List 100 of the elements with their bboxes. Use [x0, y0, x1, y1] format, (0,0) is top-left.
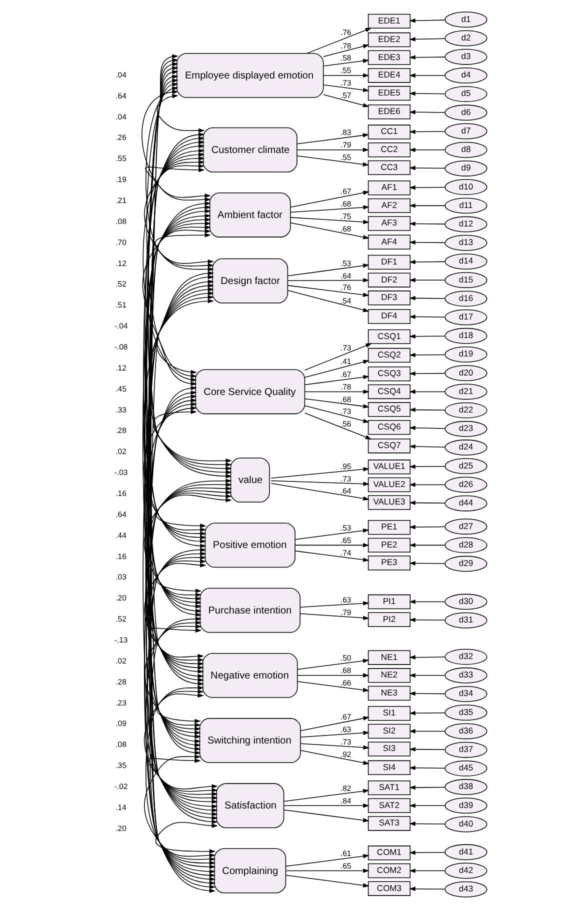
arrow: [156, 693, 204, 724]
node-ellipse: d12: [444, 216, 487, 232]
label: .12: [115, 363, 126, 372]
node-ellipse: d25: [444, 458, 487, 474]
arrow: [144, 152, 206, 544]
label: .70: [115, 238, 126, 247]
node-ellipse: d3: [444, 48, 487, 65]
edge-label: .74: [340, 548, 351, 558]
arrow: [149, 295, 232, 467]
node-ellipse: d41: [444, 844, 487, 860]
node-box: PI1: [367, 594, 410, 610]
arrow: [408, 500, 445, 505]
node-ellipse: d37: [444, 742, 487, 758]
node-box: VALUE1: [367, 460, 410, 474]
arrow: [408, 334, 445, 339]
edge-label: .83: [340, 128, 351, 138]
edge-label: .53: [340, 259, 351, 268]
node-ellipse: d38: [444, 779, 487, 796]
node-box: CSQ5: [367, 402, 410, 417]
node-box: COM1: [367, 846, 410, 860]
node-ellipse: d33: [444, 667, 487, 684]
node-ellipse: d24: [444, 440, 487, 456]
label: -.08: [114, 342, 128, 352]
arrow: [150, 209, 210, 748]
node-ellipse: d27: [444, 518, 487, 535]
arrow: [144, 624, 202, 728]
arrow: [408, 314, 445, 319]
arrow: [408, 886, 445, 892]
arrow: [144, 559, 206, 662]
label: .55: [115, 154, 126, 164]
label: .19: [115, 175, 126, 184]
edge-label: .41: [340, 356, 351, 366]
arrow: [408, 561, 445, 566]
edge-label: .54: [340, 296, 351, 306]
arrow: [294, 528, 369, 540]
node-box: NE2: [367, 668, 410, 683]
arrow: [142, 229, 210, 378]
edge-label: .68: [340, 224, 351, 234]
arrow: [148, 628, 204, 658]
label: .23: [115, 698, 126, 708]
node-box: COM2: [367, 863, 410, 878]
arrow: [282, 810, 369, 822]
node-ellipse: d11: [444, 198, 487, 214]
label: .16: [115, 552, 126, 561]
arrow: [146, 482, 232, 804]
edge-label: .67: [340, 187, 351, 196]
node-box: NE1: [367, 650, 410, 665]
arrow: [296, 133, 369, 144]
arrow: [408, 37, 445, 42]
node-ellipse: d19: [444, 346, 487, 362]
arrow: [408, 260, 445, 264]
label: .64: [115, 91, 126, 100]
node-box: EDE2: [367, 32, 410, 48]
arrow: [408, 185, 445, 190]
edge-label: .57: [340, 90, 351, 100]
label: .51: [115, 300, 126, 310]
arrow: [304, 398, 369, 408]
edge-label: .82: [340, 784, 351, 793]
label: .02: [115, 447, 126, 456]
edge-label: .76: [340, 283, 351, 292]
arrow: [146, 221, 210, 540]
arrow: [408, 110, 445, 114]
node-ellipse: d6: [444, 104, 487, 121]
edge-label: .78: [340, 382, 351, 392]
arrow: [142, 160, 204, 382]
arrow: [300, 730, 369, 738]
label: .08: [115, 740, 126, 750]
node-box: CC2: [367, 142, 410, 158]
node-ellipse: d5: [444, 86, 487, 102]
node-ellipse: d40: [444, 816, 487, 832]
arrow: [144, 754, 216, 858]
arrow: [148, 287, 214, 605]
node-ellipse: d43: [444, 881, 487, 898]
arrow: [408, 673, 445, 678]
arrow: [146, 82, 196, 386]
arrow: [145, 86, 214, 272]
node-ellipse: d42: [444, 862, 487, 879]
arrow: [290, 217, 369, 224]
node-box: DF2: [367, 272, 410, 288]
node-box: SAT1: [367, 780, 410, 796]
node-ellipse: d28: [444, 537, 487, 554]
edge-label: .92: [340, 750, 351, 759]
node-box: DF1: [367, 254, 410, 270]
arrow: [408, 691, 445, 696]
node-box: EDE1: [367, 14, 410, 29]
arrow: [156, 94, 204, 133]
arrow: [408, 543, 445, 548]
arrow: [304, 405, 369, 423]
label: .20: [115, 594, 126, 603]
arrow: [408, 868, 445, 873]
arrow: [304, 390, 369, 394]
node-ellipse: d39: [444, 798, 487, 814]
edge-label: .68: [340, 666, 351, 676]
label: .12: [115, 258, 126, 268]
node-ellipse: d36: [444, 723, 487, 740]
node-ellipse: d1: [444, 12, 487, 28]
node-box: SI4: [367, 760, 410, 776]
arrow: [408, 524, 445, 530]
edge-label: .58: [340, 54, 351, 63]
arrow: [408, 222, 445, 226]
